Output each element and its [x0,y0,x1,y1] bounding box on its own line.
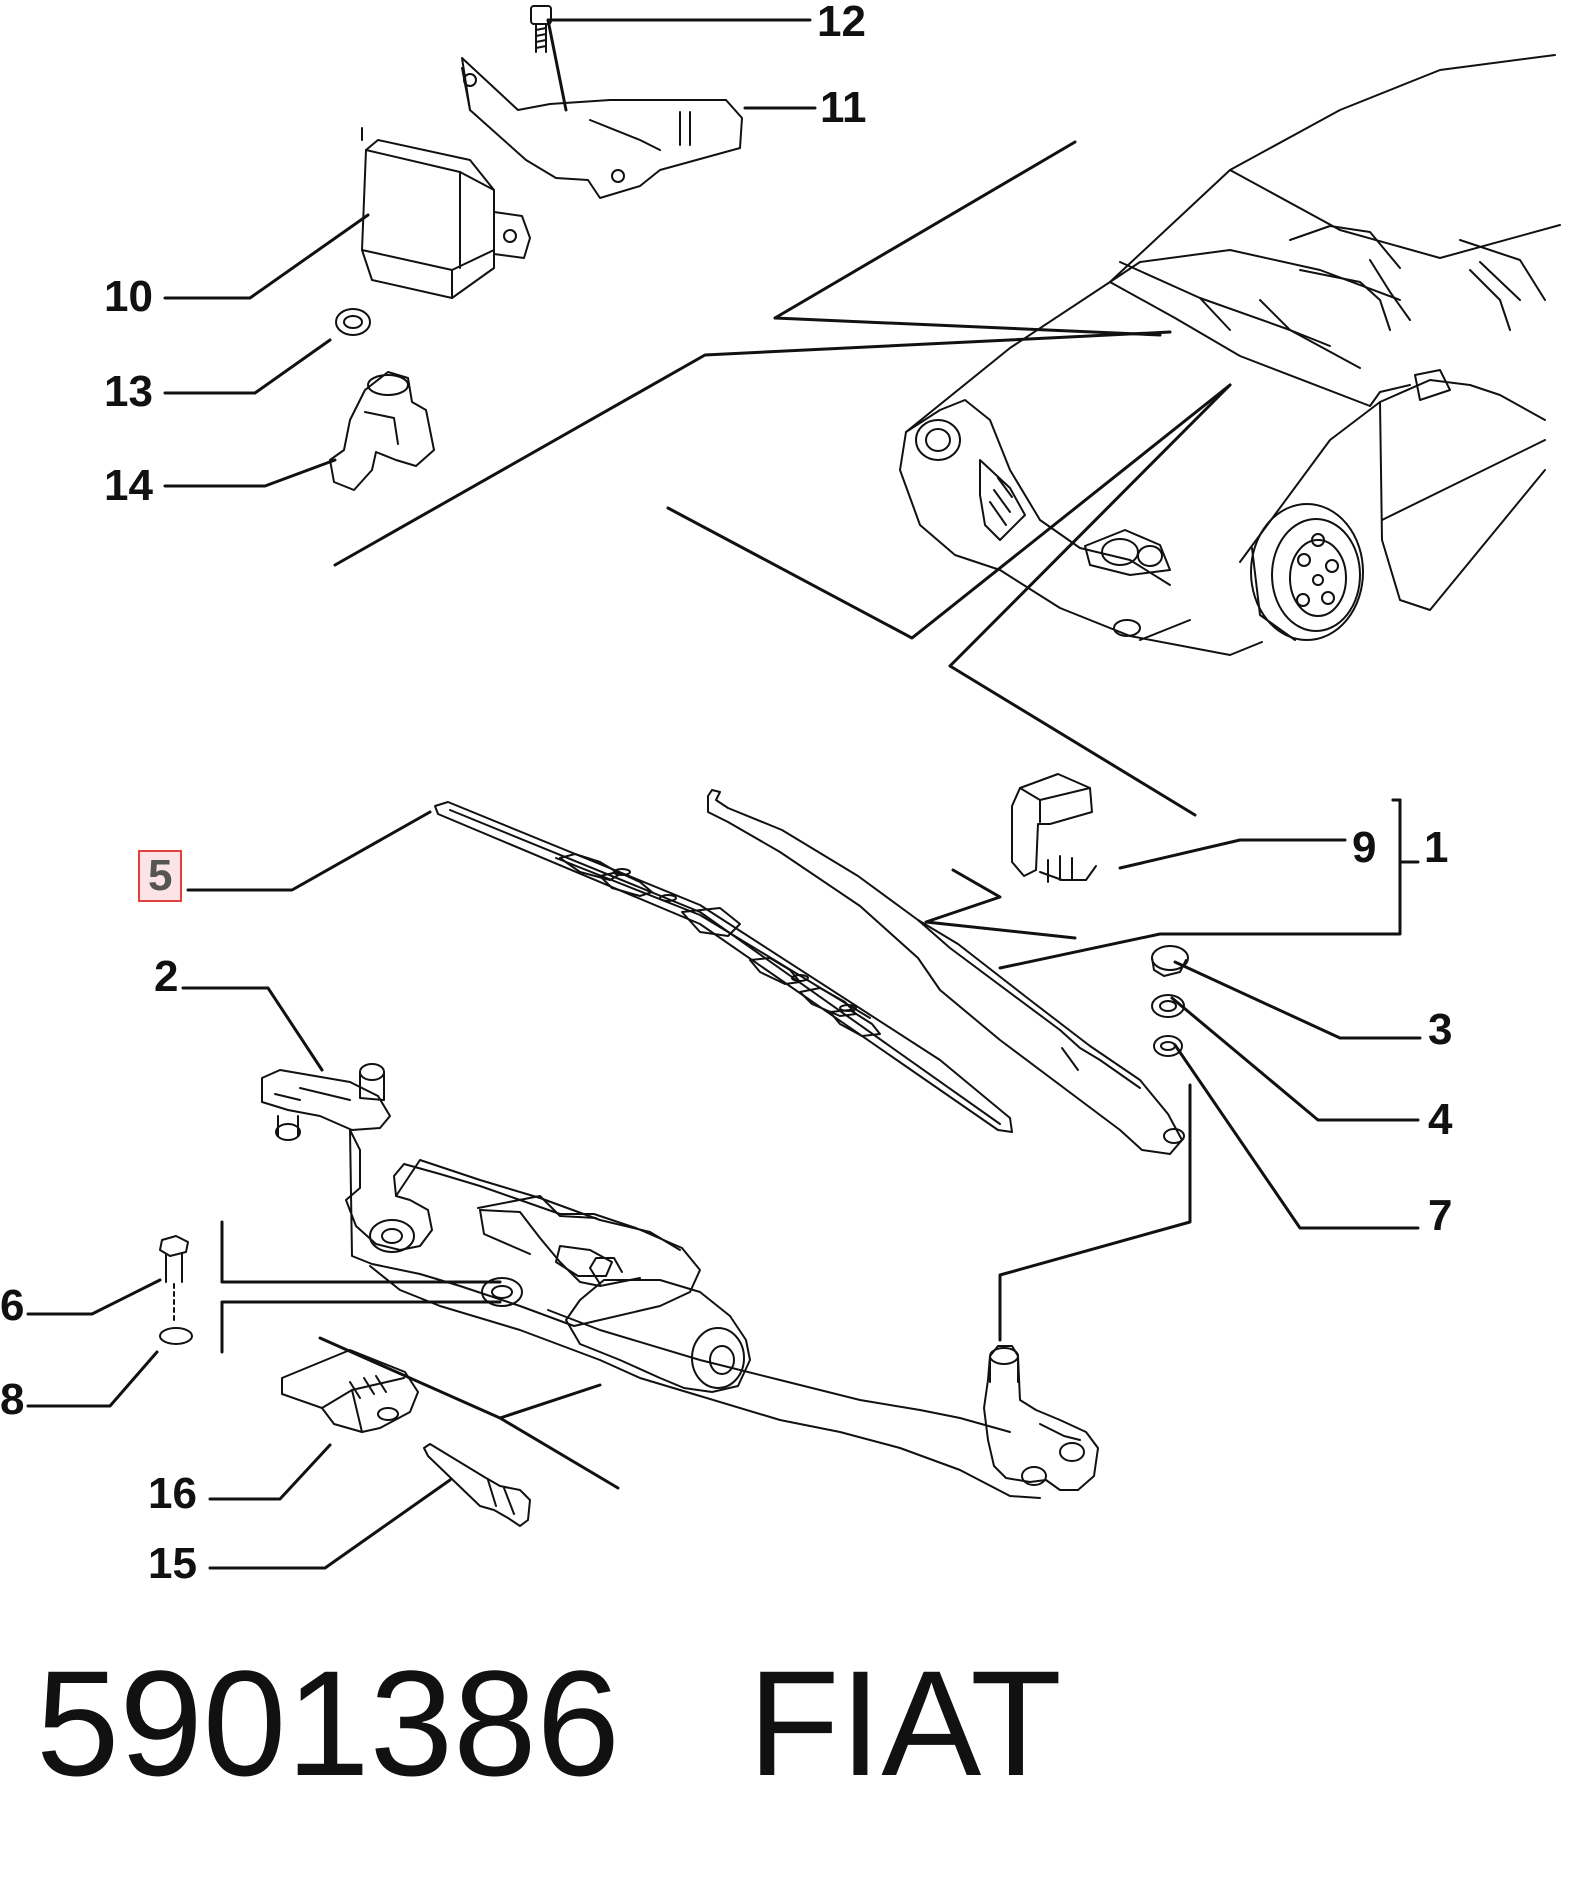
item-16-connector [281,1349,419,1433]
callout-14[interactable]: 14 [104,461,153,510]
item-13-nut [335,308,371,336]
item-9-cap [1011,773,1097,883]
item-15-terminal [423,1443,531,1527]
scope-lines [318,140,1232,1490]
car-silhouette [899,54,1561,656]
callout-11[interactable]: 11 [820,83,867,132]
callout-3[interactable]: 3 [1428,1005,1453,1054]
item-14-holder [329,371,435,491]
brand-name: FIAT [747,1639,1062,1807]
part-number: 5901386 [36,1639,620,1807]
right-pivot [983,1345,1099,1491]
callout-12[interactable]: 12 [817,0,866,46]
wiper-motor [555,1245,751,1393]
item-2-crank [261,1063,391,1141]
callout-13[interactable]: 13 [104,367,153,416]
callout-5[interactable]: 5 [138,850,183,902]
item-11-bracket [461,57,743,199]
item-7-washer [1153,1035,1183,1057]
item-4-nut [1151,994,1185,1018]
callout-7[interactable]: 7 [1428,1191,1453,1240]
item-3-cap [1151,945,1189,977]
callout-9[interactable]: 9 [1352,823,1377,872]
callout-15[interactable]: 15 [148,1539,197,1588]
leader-lines [26,18,1422,1570]
item-6-bolt [159,1235,189,1321]
callout-1[interactable]: 1 [1424,823,1449,872]
callout-8[interactable]: 8 [0,1375,25,1424]
callout-16[interactable]: 16 [148,1469,197,1518]
linkage-frame [345,1129,1041,1499]
callout-2[interactable]: 2 [154,952,179,1001]
item-10-control-box [361,127,531,299]
item-8-washer [159,1327,193,1345]
callout-10[interactable]: 10 [104,272,153,321]
item-12-bolt [530,5,552,53]
item-1-wiper-arm [707,789,1185,1155]
callout-6[interactable]: 6 [0,1281,25,1330]
item-5-wiper-blade [434,801,1013,1133]
callout-4[interactable]: 4 [1428,1095,1453,1144]
